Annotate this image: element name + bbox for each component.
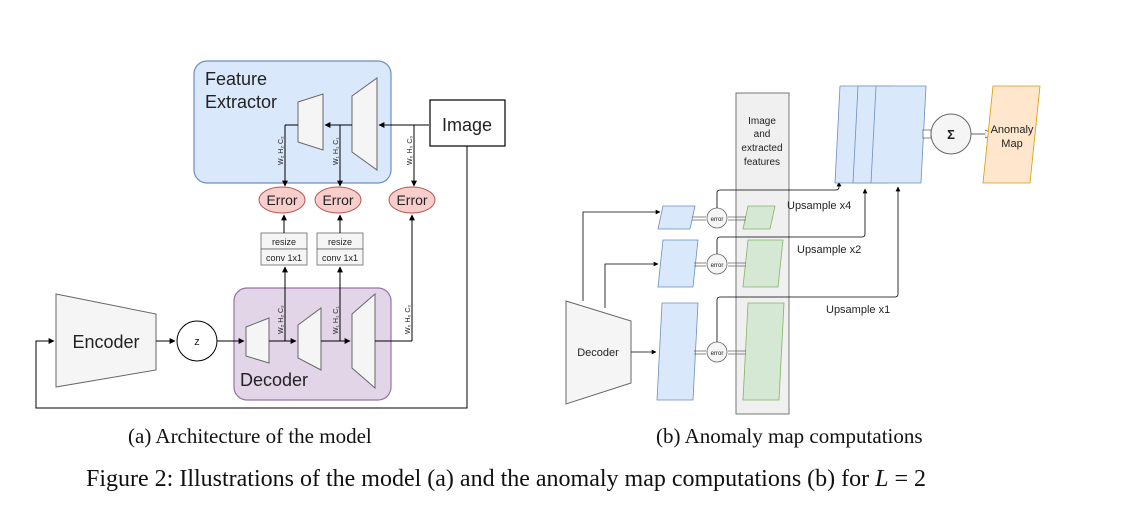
error-label-2: Error [266, 192, 297, 208]
anomaly-map-label-line1: Anomaly [991, 124, 1034, 136]
panel-anomaly-map: Image and extracted features Decoder err… [565, 85, 1041, 415]
error-label-0: Error [396, 192, 427, 208]
decoder-title: Decoder [240, 370, 308, 390]
decoded-map-mid [657, 239, 699, 288]
conv-label-1: conv 1x1 [322, 253, 358, 263]
error-node-2 [258, 186, 306, 214]
decoder-label-b: Decoder [577, 347, 619, 359]
error-label-b-mid: error [711, 263, 724, 269]
figure-caption-suffix: = 2 [888, 466, 927, 492]
features-label-line2: and [754, 129, 771, 140]
dec-block-mid [297, 307, 322, 371]
dec-block-large [351, 292, 376, 390]
dec-dim-label-0: W₀ H₀ C₀ [405, 305, 412, 334]
figure-caption: Figure 2: Illustrations of the model (a)… [86, 466, 926, 493]
image-label: Image [442, 115, 492, 135]
error-node-0 [388, 186, 436, 214]
upsample-path-x2 [716, 188, 868, 254]
latent-z-label: z [194, 336, 200, 348]
extracted-map-small [742, 205, 776, 230]
fe-dim-label-2: W₂ H₂ C₂ [278, 136, 285, 165]
fe-dim-label-1: W₁ H₁ C₁ [333, 137, 340, 165]
error-node-1 [314, 186, 362, 214]
dec-block-small [245, 317, 270, 364]
anomaly-map-label-line2: Map [1001, 138, 1022, 150]
dec-dim-label-2: W₂ H₂ C₂ [278, 305, 285, 334]
figure-caption-variable: L [875, 466, 889, 492]
panel-architecture: Feature Extractor W₂ H₂ C₂ W₁ H₁ C₁ W₀ H… [35, 60, 506, 409]
error-label-b-large: error [711, 351, 724, 357]
figure-caption-prefix: Figure 2: Illustrations of the model (a)… [86, 466, 876, 492]
caption-b: (b) Anomaly map computations [656, 424, 923, 448]
upsampled-map-3 [870, 85, 927, 184]
features-label-line3: extracted [741, 143, 782, 154]
encoder-label: Encoder [72, 332, 139, 352]
error-label-1: Error [322, 192, 353, 208]
sum-symbol: Σ [947, 127, 955, 142]
decoder-block-b [565, 300, 632, 405]
extracted-map-large [742, 302, 785, 401]
fe-block-large [351, 77, 378, 171]
upsample-path-x1 [716, 186, 901, 342]
upsample-label-x2: Upsample x2 [797, 244, 861, 256]
upsample-label-x4: Upsample x4 [787, 200, 851, 212]
feature-extractor-title-line1: Feature [205, 69, 267, 89]
resize-label-2: resize [272, 237, 296, 247]
features-label-line4: features [744, 157, 780, 168]
anomaly-map [982, 85, 1041, 184]
upsample-path-x4 [716, 181, 842, 208]
encoder-block [55, 293, 157, 388]
conv-box-2 [260, 248, 308, 266]
conv-label-2: conv 1x1 [266, 253, 302, 263]
fe-dim-label-0: W₀ H₀ C₀ [407, 136, 414, 165]
decoded-map-small [657, 205, 696, 230]
fe-block-small [297, 93, 324, 151]
dec-dim-label-1: W₁ H₁ C₁ [333, 306, 340, 334]
error-label-b-small: error [711, 217, 724, 223]
resize-label-1: resize [328, 237, 352, 247]
upsample-label-x1: Upsample x1 [826, 304, 890, 316]
conv-box-1 [316, 248, 364, 266]
image-feedback-loop [35, 146, 468, 409]
decoded-map-large [656, 302, 699, 401]
features-label-line1: Image [748, 116, 776, 127]
caption-a: (a) Architecture of the model [128, 424, 372, 448]
extracted-map-mid [742, 239, 784, 288]
feature-extractor-title-line2: Extractor [205, 92, 277, 112]
feature-extractor-box [193, 60, 392, 184]
sum-connector [922, 129, 932, 139]
